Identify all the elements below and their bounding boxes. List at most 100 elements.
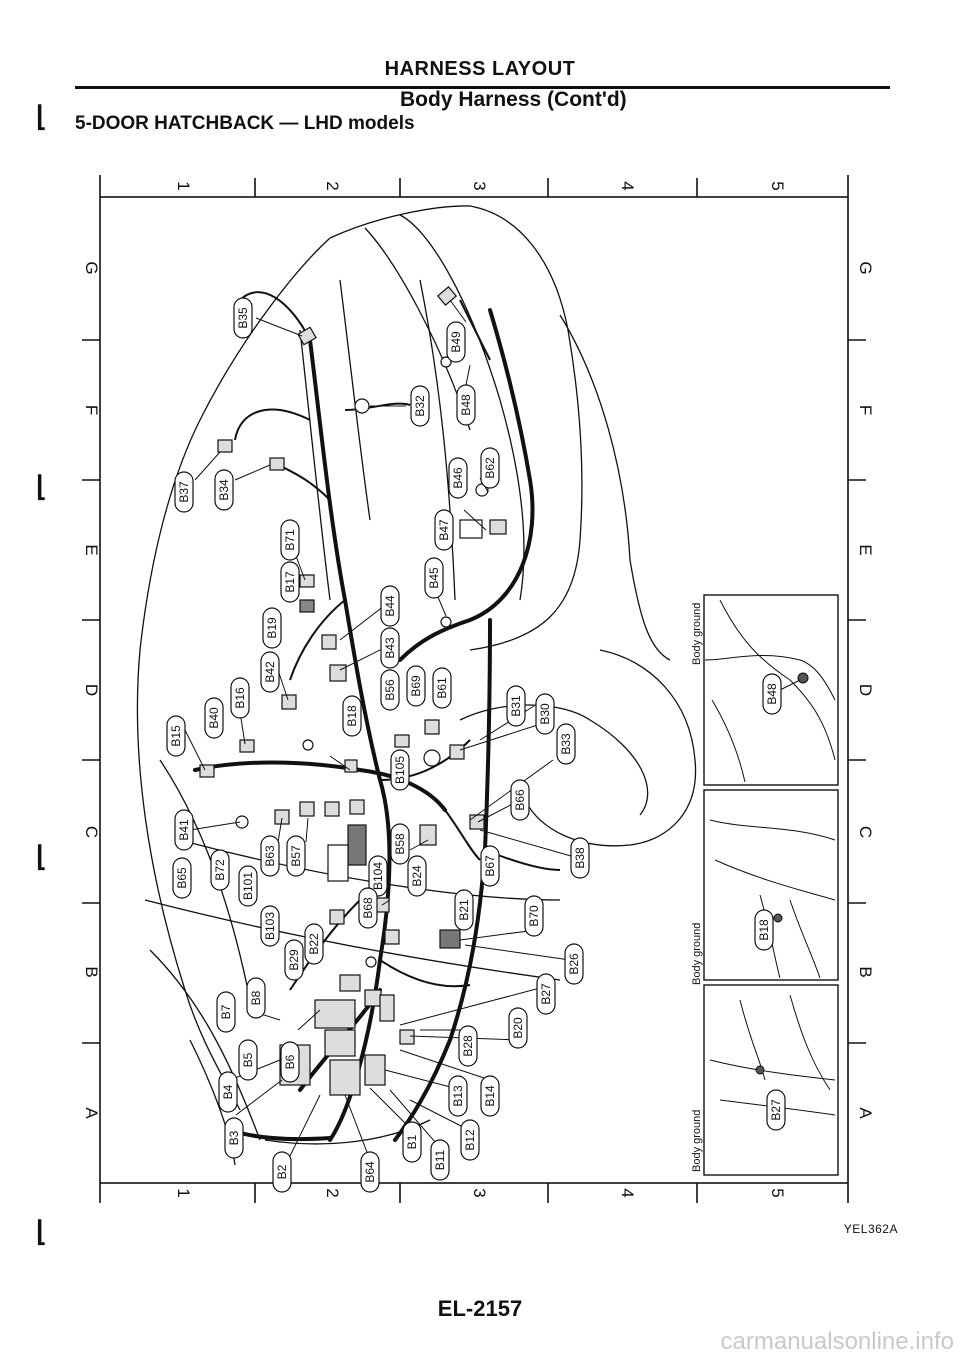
connector-label-b67: B67	[480, 845, 500, 887]
connector-label-b41: B41	[174, 809, 194, 851]
svg-text:B27: B27	[539, 983, 553, 1005]
connector-label-b66: B66	[510, 779, 530, 821]
connector-label-b19: B19	[262, 607, 282, 649]
svg-text:B56: B56	[383, 679, 397, 701]
svg-text:B70: B70	[527, 905, 541, 927]
svg-text:B8: B8	[249, 990, 263, 1005]
connector-label-b47: B47	[434, 509, 454, 551]
svg-text:B35: B35	[236, 307, 250, 329]
connector-label-b63: B63	[260, 835, 280, 877]
svg-text:B101: B101	[241, 872, 255, 900]
connector-label-b26: B26	[564, 943, 584, 985]
margin-tick-icon: ⌊	[36, 1216, 47, 1247]
svg-text:B48: B48	[459, 394, 473, 416]
margin-tick-icon: ⌊	[36, 841, 47, 872]
inset-panels	[703, 594, 839, 1176]
svg-text:B13: B13	[451, 1085, 465, 1107]
connector-label-b34: B34	[214, 469, 234, 511]
svg-text:B17: B17	[283, 571, 297, 593]
row-label-left-e: E	[82, 544, 101, 555]
svg-text:B46: B46	[451, 467, 465, 489]
svg-text:B64: B64	[363, 1161, 377, 1183]
svg-text:B14: B14	[483, 1085, 497, 1107]
connector-label-b68: B68	[358, 887, 378, 929]
connector-label-b69: B69	[406, 665, 426, 707]
connector-label-b61: B61	[432, 667, 452, 709]
connector-label-b35: B35	[233, 297, 253, 339]
svg-text:B103: B103	[263, 912, 277, 940]
svg-text:B19: B19	[265, 617, 279, 639]
connector-label-b3: B3	[224, 1117, 244, 1159]
col-label-bottom-5: 5	[768, 1188, 787, 1197]
svg-text:B1: B1	[405, 1134, 419, 1149]
connector-label-b62: B62	[480, 447, 500, 489]
svg-text:B4: B4	[221, 1084, 235, 1099]
svg-text:B24: B24	[410, 865, 424, 887]
svg-text:B22: B22	[307, 933, 321, 955]
connector-label-b21: B21	[454, 889, 474, 931]
connector-label-b64: B64	[360, 1151, 380, 1193]
connector-label-b105: B105	[390, 749, 410, 791]
col-label-top-1: 1	[174, 181, 193, 190]
connector-label-b13: B13	[448, 1075, 468, 1117]
inset-ground-label-middle: Body ground	[691, 923, 703, 985]
connector-label-b15: B15	[166, 715, 186, 757]
svg-text:B58: B58	[393, 833, 407, 855]
svg-text:B68: B68	[361, 897, 375, 919]
connector-label-b5: B5	[238, 1039, 258, 1081]
svg-text:B45: B45	[427, 567, 441, 589]
page-title: HARNESS LAYOUT	[384, 58, 576, 80]
connector-label-b33: B33	[556, 723, 576, 765]
ground-terminals	[235, 356, 489, 968]
connector-label-b44: B44	[380, 585, 400, 627]
row-label-right-e: E	[856, 544, 875, 555]
svg-text:B49: B49	[449, 331, 463, 353]
col-label-top-3: 3	[470, 181, 489, 190]
connector-label-b27: B27	[536, 973, 556, 1015]
connector-label-b104: B104	[368, 855, 388, 897]
connector-label-b43: B43	[380, 627, 400, 669]
connector-label-b31: B31	[506, 685, 526, 727]
margin-tick-icon: ⌊	[36, 101, 47, 132]
connector-label-b6: B6	[280, 1041, 300, 1083]
svg-text:B21: B21	[457, 899, 471, 921]
svg-text:B34: B34	[217, 479, 231, 501]
svg-text:B71: B71	[283, 529, 297, 551]
svg-text:B48: B48	[765, 683, 779, 705]
row-label-right-a: A	[856, 1107, 875, 1119]
diagram-frame	[82, 175, 866, 1203]
svg-text:B44: B44	[383, 595, 397, 617]
svg-text:B11: B11	[433, 1149, 447, 1170]
svg-text:B43: B43	[383, 637, 397, 659]
svg-text:B26: B26	[567, 953, 581, 975]
svg-text:B63: B63	[263, 845, 277, 867]
connector-label-b18: B18	[342, 695, 362, 737]
svg-text:B12: B12	[463, 1129, 477, 1151]
connector-label-b17: B17	[280, 561, 300, 603]
row-label-left-d: D	[82, 684, 101, 696]
figure-reference: YEL362A	[843, 1222, 898, 1236]
wiring-harness	[193, 308, 535, 1142]
svg-text:B61: B61	[435, 677, 449, 699]
svg-text:B41: B41	[177, 819, 191, 841]
page-subtitle: Body Harness (Cont'd)	[400, 88, 627, 111]
svg-text:B40: B40	[207, 707, 221, 729]
header-rule	[75, 86, 890, 89]
connector-label-b24: B24	[407, 855, 427, 897]
svg-text:B18: B18	[757, 919, 771, 941]
svg-text:B42: B42	[263, 661, 277, 683]
inset-connector-label-2: B27	[766, 1089, 786, 1131]
svg-text:B16: B16	[233, 687, 247, 709]
inset-artwork	[704, 599, 836, 1116]
connector-label-b20: B20	[508, 1007, 528, 1049]
col-label-bottom-4: 4	[618, 1188, 637, 1197]
connector-label-b38: B38	[570, 837, 590, 879]
inset-ground-label-bottom: Body ground	[691, 1110, 703, 1172]
col-label-top-5: 5	[768, 181, 787, 190]
row-label-right-d: D	[856, 684, 875, 696]
connector-label-b71: B71	[280, 519, 300, 561]
svg-text:B3: B3	[227, 1130, 241, 1145]
col-label-top-4: 4	[618, 181, 637, 190]
